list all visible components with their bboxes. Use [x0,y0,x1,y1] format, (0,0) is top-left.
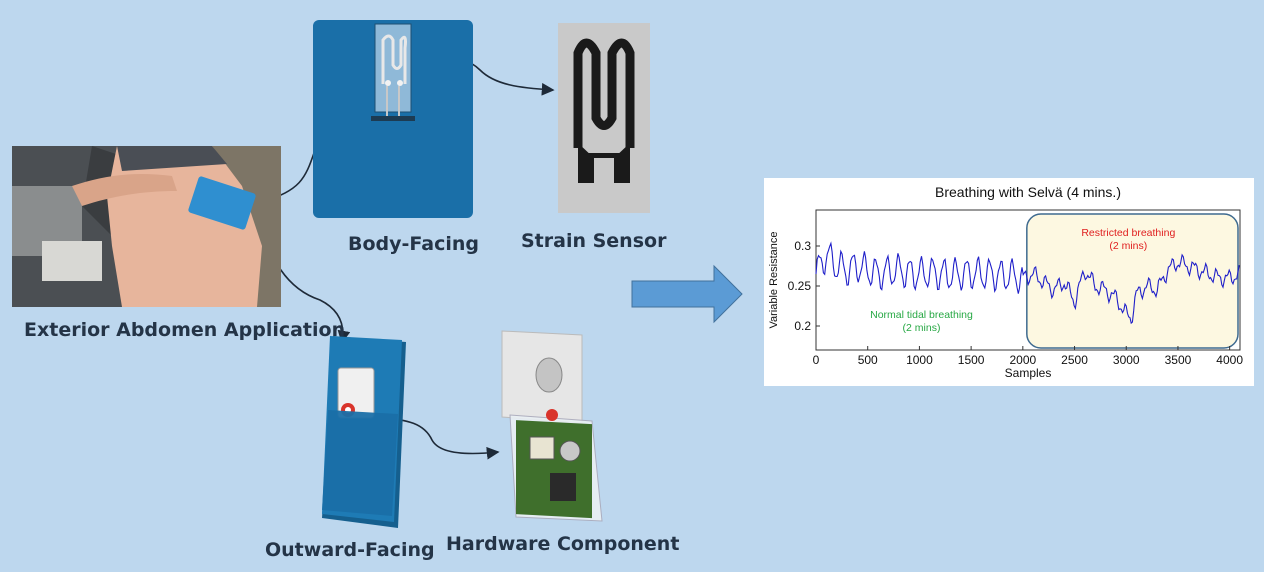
plot-frame [815,209,1241,351]
x-tick-label: 2000 [1009,353,1036,367]
x-tick-label: 1000 [906,353,933,367]
x-tick-label: 4000 [1216,353,1243,367]
abdomen-patch [188,176,256,230]
breathing-chart: Breathing with Selvä (4 mins.) 0 500 1000 15… [764,178,1254,386]
hardware-component [501,330,603,522]
annotation-restricted-line1: Restricted breathing [1081,227,1175,239]
x-tick-label: 500 [858,353,878,367]
x-tick-label: 3500 [1165,353,1192,367]
x-tick-label: 1500 [958,353,985,367]
abdomen-photo [12,146,281,307]
label-strain-sensor: Strain Sensor [521,230,667,252]
x-tick-label: 0 [813,353,820,367]
y-tick-label: 0.25 [788,279,812,293]
label-outward-facing: Outward-Facing [265,539,435,561]
label-body-facing: Body-Facing [348,233,479,255]
y-axis-label: Variable Resistance [768,231,780,328]
x-tick-label: 3000 [1113,353,1140,367]
annotation-normal-line1: Normal tidal breathing [870,309,973,321]
label-hardware-component: Hardware Component [446,533,680,555]
y-tick-label: 0.2 [794,319,811,333]
annotation-restricted-line2: (2 mins) [1109,240,1147,252]
body-facing-patch [313,20,473,218]
label-exterior-abdomen: Exterior Abdomen Application [24,319,346,341]
restricted-region [1026,213,1239,349]
chart-title: Breathing with Selvä (4 mins.) [935,184,1121,200]
flow-arrow [631,264,743,324]
breathing-chart-svg: Breathing with Selvä (4 mins.) 0 500 1000 15… [768,184,1243,380]
strain-sensor-photo [558,23,650,213]
x-axis-label: Samples [1005,366,1052,380]
x-tick-label: 2500 [1061,353,1088,367]
outward-facing-pouch [322,336,406,528]
y-tick-label: 0.3 [794,239,811,253]
breathing-trace [815,241,1240,325]
annotation-normal-line2: (2 mins) [903,322,941,334]
